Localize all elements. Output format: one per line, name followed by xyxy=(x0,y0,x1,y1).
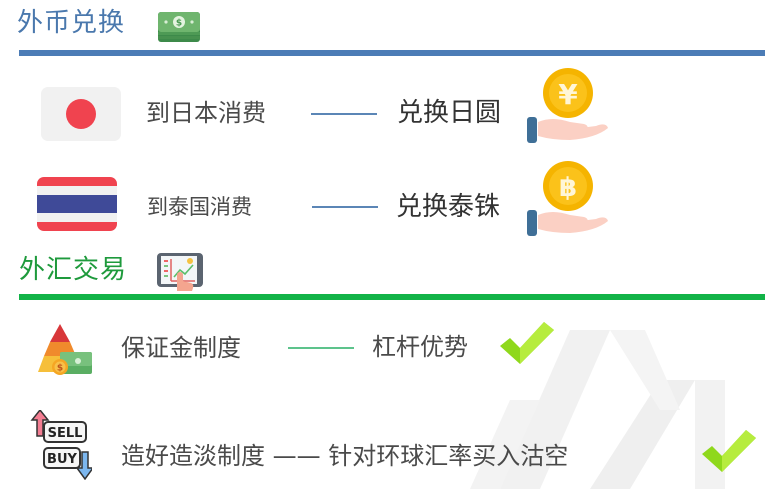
connector-line xyxy=(288,347,354,349)
row-margin-left-text: 保证金制度 xyxy=(121,334,241,362)
section-divider-green xyxy=(19,294,765,300)
margin-pyramid-icon: $ xyxy=(38,324,94,380)
section-divider-blue xyxy=(19,50,765,56)
svg-text:$: $ xyxy=(176,19,182,29)
japan-flag-icon xyxy=(41,87,121,141)
yen-coin-hand-icon: ¥ xyxy=(526,66,610,146)
svg-text:¥: ¥ xyxy=(558,78,578,111)
trading-tablet-icon xyxy=(157,253,203,291)
row-longshort-text: 造好造淡制度 —— 针对环球汇率买入沽空 xyxy=(121,442,569,470)
checkmark-icon xyxy=(500,320,554,366)
baht-coin-hand-icon: ฿ xyxy=(526,159,610,239)
connector-line xyxy=(312,206,378,208)
row-japan-right-text: 兑换日圆 xyxy=(397,98,502,128)
svg-text:SELL: SELL xyxy=(48,426,83,441)
banknote-icon: $ xyxy=(158,12,200,42)
row-margin-right-text: 杠杆优势 xyxy=(372,333,468,361)
section-title-forex-trading: 外汇交易 xyxy=(19,255,128,285)
connector-line xyxy=(311,113,377,115)
section-title-currency-exchange: 外币兑换 xyxy=(17,8,126,38)
sell-buy-icon: SELL BUY xyxy=(30,410,92,480)
row-thailand-left-text: 到泰国消费 xyxy=(147,195,252,219)
checkmark-icon xyxy=(702,428,756,474)
svg-text:BUY: BUY xyxy=(47,452,77,467)
row-japan-left-text: 到日本消费 xyxy=(146,99,266,127)
row-thailand-right-text: 兑换泰铢 xyxy=(396,192,501,222)
svg-text:$: $ xyxy=(57,364,63,374)
thailand-flag-icon xyxy=(37,177,117,231)
svg-text:฿: ฿ xyxy=(559,173,577,203)
